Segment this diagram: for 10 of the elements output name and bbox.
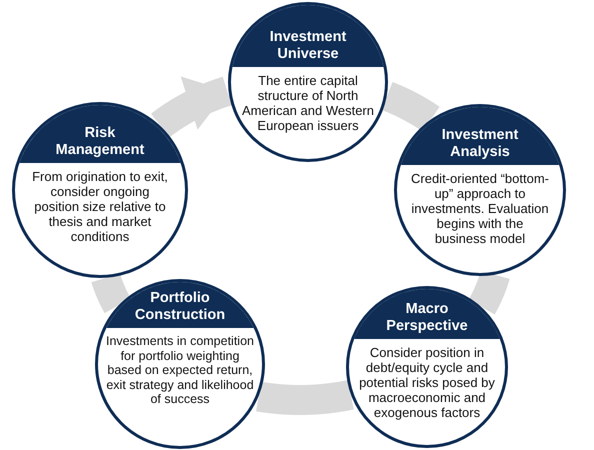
stage-description: Credit-oriented “bottom-up” approach to investments. Evaluation begins with the business model (411, 171, 549, 246)
stage-heading: Macro Perspective (385, 301, 469, 336)
stage-description: Consider position in debt/equity cycle and potential risks posed by macroeconomic and exogenous factors (358, 345, 496, 420)
stage-heading: Portfolio Construction (134, 290, 226, 325)
stage-heading: Risk Management (54, 125, 146, 160)
stage-heading: Investment Universe (268, 29, 348, 64)
stage-description: The entire capital structure of North American and Western European issuers (241, 73, 375, 133)
stage-heading: Investment Analysis (440, 127, 520, 162)
stage-description: From origination to exit, consider ongoing position size relative to thesis and market conditions (31, 169, 169, 244)
stage-description: Investments in competition for portfolio weighting based on expected return, exit strategy and likelihood of success (105, 334, 255, 406)
